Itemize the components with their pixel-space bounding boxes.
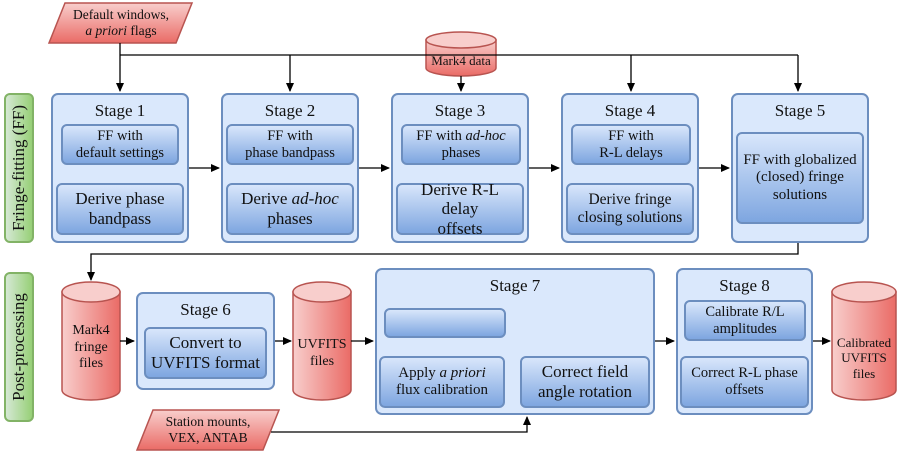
- s1-b2-l2: bandpass: [88, 209, 152, 228]
- mf-l1: Mark4: [72, 322, 110, 338]
- s2-b2-pre: Derive: [241, 189, 292, 209]
- s7-apply-l2: flux calibration: [395, 382, 489, 398]
- s6-b1-l2: UVFITS format: [150, 353, 261, 372]
- s5-b1-l1: FF with globalized: [743, 152, 857, 169]
- s5-b1-l2: (closed) fringe: [756, 169, 844, 186]
- default-windows-shape: [47, 2, 194, 44]
- s3-b2-l2: offsets: [437, 218, 483, 238]
- s5-b1-l3: solutions: [772, 186, 828, 203]
- s2-b1-l1: FF with: [267, 127, 313, 144]
- s8-b1-l1: Calibrate R/L: [705, 303, 785, 320]
- s1-b1-l1: FF with: [97, 127, 143, 144]
- calibrated-uvfits-cylinder: [831, 281, 897, 401]
- mark4-data-text: Mark4 data: [431, 53, 491, 69]
- station-mounts-text-2: VEX, ANTAB: [168, 430, 248, 445]
- s1-b1-l2: default settings: [75, 144, 165, 161]
- stage-7-title: Stage 7: [489, 276, 541, 295]
- s4-b2-l2: closing solutions: [577, 209, 683, 226]
- s4-b2-l1: Derive fringe: [588, 191, 672, 209]
- station-mounts-shape: [135, 409, 281, 451]
- stage-5-title: Stage 5: [774, 101, 826, 120]
- mf-l3: files: [78, 356, 104, 372]
- stage-1-title: Stage 1: [94, 101, 146, 120]
- s2-b1-l2: phase bandpass: [245, 144, 335, 161]
- cu-l2: UVFITS: [841, 350, 887, 366]
- s7-field-l1: Correct field: [541, 362, 629, 382]
- uvfits-cylinder: [292, 281, 352, 401]
- s3-b2-l1: Derive R-L delay: [421, 179, 499, 219]
- a-priori-text: a priori: [85, 23, 127, 38]
- s4-b1-l2: R-L delays: [599, 144, 663, 161]
- post-processing-side-label: Post-processing: [4, 272, 34, 422]
- default-windows-text-1: Default windows,: [73, 7, 169, 23]
- stage-3-title: Stage 3: [434, 101, 486, 120]
- station-mounts-text-1: Station mounts,: [165, 414, 251, 430]
- s7-field-l2: angle rotation: [538, 382, 632, 401]
- mark4-fringe-cylinder: [61, 281, 121, 401]
- stage-5: Stage 5 FF with globalized(closed) fring…: [731, 93, 869, 243]
- s8-b2-l1: Correct R-L phase: [691, 365, 798, 382]
- stage-4-title: Stage 4: [604, 101, 656, 120]
- s8-b1-l2: amplitudes: [713, 320, 777, 337]
- uv-l2: files: [309, 354, 335, 369]
- s2-b2-l2: phases: [267, 209, 313, 228]
- s6-b1-l1: Convert to: [169, 333, 242, 353]
- post-processing-label: Post-processing: [9, 293, 28, 401]
- default-windows-input: Default windows, a priori flags: [52, 3, 190, 43]
- mark4-data-label: Mark4 data: [426, 50, 496, 72]
- cu-l3: files: [852, 365, 876, 381]
- stage-2-title: Stage 2: [264, 101, 316, 120]
- stage-7-derive-seefd-box: [384, 308, 506, 338]
- s7-apply-pre: Apply: [398, 364, 440, 381]
- s1-b2-l1: Derive phase: [75, 189, 165, 209]
- s7-apply-em: a priori: [439, 364, 486, 381]
- fringe-fitting-label: Fringe-fitting (FF): [9, 104, 28, 232]
- s4-b1-l1: FF with: [608, 127, 654, 144]
- station-mounts-input: Station mounts, VEX, ANTAB: [140, 410, 276, 450]
- s3-b1-l2: phases: [441, 144, 481, 161]
- uv-l1: UVFITS: [297, 337, 347, 353]
- fringe-fitting-side-label: Fringe-fitting (FF): [4, 93, 34, 243]
- mark4-data-cylinder: [425, 31, 497, 77]
- mf-l2: fringe: [74, 339, 108, 355]
- stage-8-title: Stage 8: [719, 276, 770, 295]
- stage-6-title: Stage 6: [180, 300, 231, 319]
- cu-l1: Calibrated: [836, 334, 892, 350]
- s3-b1-em: ad-hoc: [465, 127, 506, 144]
- s2-b2-em: ad-hoc: [291, 189, 339, 209]
- s3-b1-pre: FF with: [416, 127, 466, 144]
- s8-b2-l2: offsets: [725, 382, 764, 398]
- flags-text: flags: [127, 23, 157, 38]
